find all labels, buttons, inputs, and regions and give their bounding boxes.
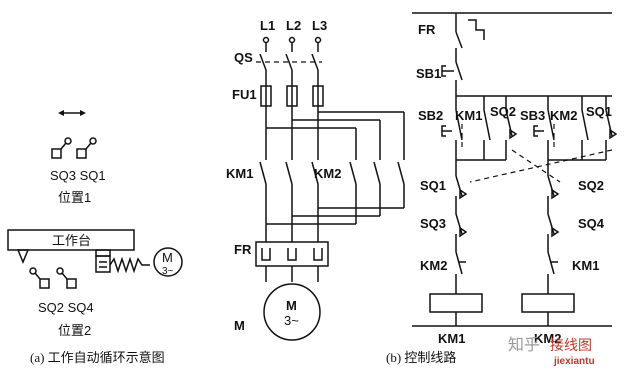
- km1-main-label: KM1: [226, 166, 253, 181]
- label-sq3-sq1: SQ3 SQ1: [50, 168, 106, 183]
- control-split-bus: [455, 95, 612, 110]
- limit-contact-sq1: [455, 175, 468, 214]
- main-motor-label: M: [286, 298, 297, 313]
- interlock-km1: [547, 251, 558, 294]
- phase-l3-label: L3: [312, 18, 327, 33]
- fr-main-label: FR: [234, 242, 252, 257]
- label-position-1: 位置1: [58, 190, 91, 205]
- main-motor-icon: [263, 283, 321, 341]
- sq3-label: SQ3: [420, 216, 446, 231]
- limit-switch-sq3-icon: [51, 137, 72, 159]
- limit-switch-sq4-icon: [56, 267, 77, 289]
- main-motor-sub-label: 3~: [284, 313, 299, 328]
- watermark-zhihu: 知乎: [508, 335, 540, 354]
- fr-contact: [455, 19, 485, 62]
- knife-switch-qs: [256, 53, 322, 86]
- motion-arrow: [58, 110, 86, 116]
- motor-side-label: M: [234, 318, 245, 333]
- fuses-fu1: [260, 85, 324, 107]
- label-position-2: 位置2: [58, 323, 91, 338]
- sb2-label: SB2: [418, 108, 443, 123]
- coil-km1: [429, 293, 483, 326]
- limit-contact-sq3: [455, 213, 468, 252]
- label-sq2-sq4: SQ2 SQ4: [38, 300, 94, 315]
- fu1-label: FU1: [232, 87, 257, 102]
- coil-km2-label: KM2: [534, 331, 561, 346]
- km2-self-hold-label: KM2: [550, 108, 577, 123]
- motor-sub-label: 3~: [162, 266, 174, 277]
- km1-self-hold-label: KM1: [455, 108, 482, 123]
- km2-interlock-label: KM2: [420, 258, 447, 273]
- mechanical-linkage: [455, 124, 613, 183]
- coil-km1-label: KM1: [438, 331, 465, 346]
- start-branch-left: [441, 109, 518, 161]
- phase-l1-label: L1: [260, 18, 275, 33]
- start-branch-right: [533, 109, 618, 161]
- fr-control-label: FR: [418, 22, 436, 37]
- phase-terminals: [262, 36, 322, 52]
- motor-icon: [153, 247, 183, 277]
- watermark-site: 接线图: [550, 337, 592, 354]
- km2-main-label: KM2: [314, 166, 341, 181]
- control-rails: [412, 12, 612, 32]
- km1-interlock-label: KM1: [572, 258, 599, 273]
- motor-label: M: [162, 250, 173, 265]
- caption-b: (b) 控制线路: [386, 350, 456, 365]
- limit-contact-sq4: [547, 213, 560, 252]
- phase-l2-label: L2: [286, 18, 301, 33]
- contactor-km2-main: [266, 161, 405, 225]
- contactor-km1-main: [259, 161, 319, 242]
- watermark-domain: jiexiantu: [553, 356, 595, 367]
- sq2-top-label: SQ2: [490, 104, 516, 119]
- sq4-label: SQ4: [578, 216, 605, 231]
- sb1-label: SB1: [416, 66, 441, 81]
- main-bus-wires: [265, 106, 405, 160]
- sq1-top-label: SQ1: [586, 104, 612, 119]
- sq1-label: SQ1: [420, 178, 446, 193]
- limit-switch-sq1-icon: [76, 137, 97, 159]
- sq2-label: SQ2: [578, 178, 604, 193]
- thermal-relay-fr: [255, 241, 329, 282]
- work-table-label: 工作台: [52, 233, 91, 248]
- sb3-label: SB3: [520, 108, 545, 123]
- coil-km2: [521, 293, 575, 326]
- caption-a: (a) 工作自动循环示意图: [30, 350, 165, 365]
- lead-screw: [95, 255, 150, 274]
- stop-button-sb1: [441, 61, 463, 96]
- interlock-km2: [455, 251, 466, 294]
- limit-switch-sq2-icon: [29, 267, 50, 289]
- limit-contact-sq2: [547, 175, 560, 214]
- qs-label: QS: [234, 50, 253, 65]
